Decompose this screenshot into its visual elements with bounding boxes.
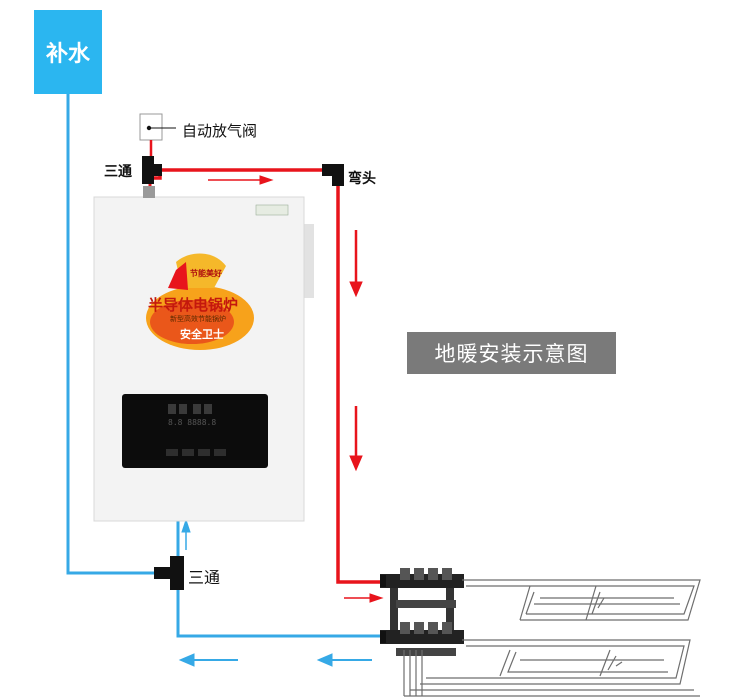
tee-top-label: 三通 — [104, 164, 132, 180]
boiler-name: 半导体电锅炉 — [148, 296, 239, 314]
tee-bottom-fitting-branch — [154, 567, 170, 579]
boiler-badge-top: 节能美好 — [190, 269, 222, 278]
return-pipe — [176, 587, 390, 638]
boiler-side-shadow — [304, 224, 314, 298]
tee-bottom-label: 三通 — [188, 568, 221, 587]
boiler-display-grid — [168, 404, 212, 414]
auto-vent-valve-box — [139, 113, 163, 141]
manifold — [380, 568, 464, 656]
boiler-panel-buttons — [166, 449, 226, 456]
makeup-water-pipe — [66, 94, 158, 575]
boiler-subtitle: 新型高效节能锅炉 — [170, 315, 226, 323]
elbow-fitting — [322, 164, 344, 186]
tee-top-fitting-branch — [154, 164, 162, 176]
floor-heating-coils — [403, 579, 701, 697]
boiler-body — [93, 196, 305, 522]
boiler-flame-graphic — [146, 253, 254, 350]
tee-top-fitting — [142, 156, 154, 184]
makeup-water-label: 补水 — [34, 10, 102, 94]
auto-vent-valve-label: 自动放气阀 — [182, 122, 258, 140]
boiler-top-fitting — [143, 186, 155, 198]
boiler-brand-tag — [255, 204, 289, 216]
return-flow-arrows — [178, 518, 372, 667]
boiler-control-panel — [122, 394, 268, 468]
boiler-display-digits: 8.8 8888.8 — [168, 418, 217, 427]
auto-vent-valve-dot — [146, 125, 152, 131]
supply-flow-arrows — [208, 175, 384, 603]
diagram-title: 地暖安装示意图 — [407, 332, 616, 374]
tee-bottom-fitting — [170, 556, 184, 590]
elbow-label: 弯头 — [348, 171, 376, 187]
boiler-badge-bottom: 安全卫士 — [180, 328, 224, 341]
